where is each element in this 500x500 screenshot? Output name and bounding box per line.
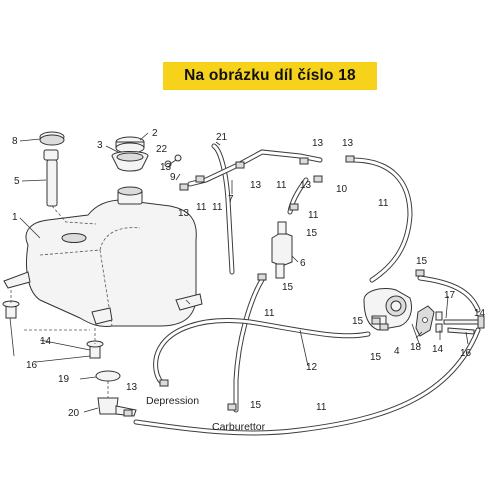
callout-6: 6 — [300, 258, 306, 269]
callout-12: 12 — [306, 362, 318, 373]
callout-13f: 13 — [300, 180, 312, 191]
callout-13c: 13 — [250, 180, 262, 191]
right-screws — [435, 311, 485, 335]
callout-13b: 13 — [178, 208, 190, 219]
callout-13g: 13 — [126, 382, 138, 393]
callout-21: 21 — [216, 132, 228, 143]
callout-11d: 11 — [308, 210, 319, 221]
fuel-tank — [3, 186, 203, 327]
callout-13e: 13 — [342, 138, 354, 149]
fuel-cap — [111, 136, 149, 172]
callout-15a: 15 — [306, 228, 318, 239]
callout-15b: 15 — [282, 282, 294, 293]
valve-bracket — [415, 305, 435, 337]
callout-11f: 11 — [264, 308, 275, 319]
callout-10: 10 — [336, 184, 348, 195]
callout-2: 2 — [152, 128, 158, 139]
callout-13a: 13 — [160, 162, 172, 173]
callout-19: 19 — [58, 374, 70, 385]
callout-14b: 14 — [432, 344, 444, 355]
callout-11b: 11 — [212, 202, 223, 213]
callout-14c: 14 — [40, 336, 52, 347]
callout-4: 4 — [394, 346, 400, 357]
callout-5: 5 — [14, 176, 20, 187]
fuel-level-sender — [39, 131, 97, 225]
callout-3: 3 — [97, 140, 103, 151]
callout-17: 17 — [444, 290, 456, 301]
fuel-filter — [271, 221, 293, 279]
callout-16a: 16 — [460, 348, 472, 359]
callout-20: 20 — [68, 408, 80, 419]
callout-11g: 11 — [316, 402, 327, 413]
callout-15e: 15 — [370, 352, 382, 363]
callout-15d: 15 — [352, 316, 364, 327]
callout-14a: 14 — [474, 308, 486, 319]
callout-13d: 13 — [312, 138, 324, 149]
callout-11a: 11 — [196, 202, 207, 213]
callout-18: 18 — [410, 342, 422, 353]
callout-7: 7 — [228, 194, 234, 205]
callout-11c: 11 — [276, 180, 287, 191]
fuel-union — [95, 370, 137, 417]
fuel-hoses — [133, 143, 481, 436]
hose-clamps — [123, 154, 425, 417]
callout-16b: 16 — [26, 360, 38, 371]
callout-15c: 15 — [416, 256, 428, 267]
callout-labels: 8 2 3 22 21 9 5 1 13 13 11 11 7 13 11 13… — [12, 128, 486, 419]
callout-9: 9 — [170, 172, 176, 183]
callout-22: 22 — [156, 144, 168, 155]
tank-mount-rubbers — [2, 290, 104, 359]
callout-11e: 11 — [378, 198, 389, 209]
part-number-banner: Na obrázku díl číslo 18 — [163, 62, 377, 90]
callout-8: 8 — [12, 136, 18, 147]
depression-annotation: Depression — [146, 395, 199, 407]
carburettor-annotation: Carburettor — [212, 421, 266, 433]
callout-1: 1 — [12, 212, 18, 223]
leader-lines — [9, 132, 469, 413]
callout-15f: 15 — [250, 400, 262, 411]
